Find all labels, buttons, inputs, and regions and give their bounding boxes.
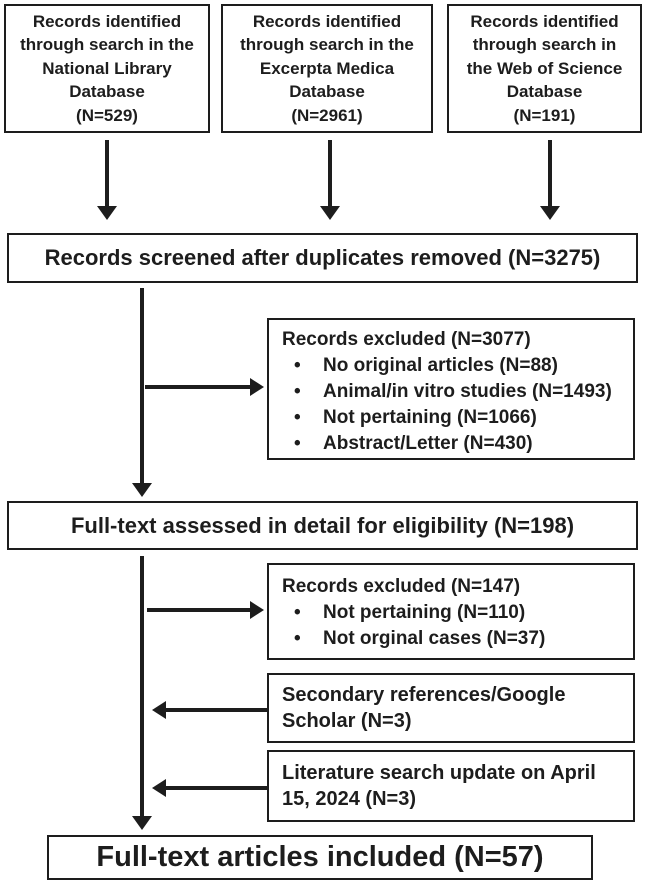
arrow-shaft bbox=[145, 385, 251, 389]
box-records-excluded-screening: Records excluded (N=3077) • No original … bbox=[267, 318, 635, 460]
bullet-icon: • bbox=[294, 433, 301, 454]
bullet-icon: • bbox=[294, 355, 301, 376]
list-item: • Not pertaining (N=1066) bbox=[294, 405, 629, 431]
arrow-down-icon bbox=[540, 140, 560, 220]
arrow-shaft bbox=[548, 140, 552, 207]
bullet-icon: • bbox=[294, 407, 301, 428]
box-source-web-of-science-text: Records identified through search in the… bbox=[466, 11, 623, 125]
arrow-head bbox=[250, 601, 264, 619]
bullet-icon: • bbox=[294, 381, 301, 402]
box-fulltext-assessed-text: Full-text assessed in detail for eligibi… bbox=[70, 512, 575, 538]
box-records-screened-text: Records screened after duplicates remove… bbox=[44, 245, 601, 270]
arrow-head bbox=[152, 701, 166, 719]
excluded-screening-item: Abstract/Letter (N=430) bbox=[323, 433, 533, 454]
arrow-right-icon bbox=[147, 600, 264, 620]
bullet-icon: • bbox=[294, 602, 301, 623]
arrow-left-icon bbox=[152, 778, 267, 798]
bullet-icon: • bbox=[294, 628, 301, 649]
excluded-screening-item: Not pertaining (N=1066) bbox=[323, 407, 537, 428]
arrow-down-icon bbox=[320, 140, 340, 220]
arrow-head bbox=[320, 206, 340, 220]
arrow-down-icon bbox=[97, 140, 117, 220]
box-fulltext-included-text: Full-text articles included (N=57) bbox=[96, 841, 544, 873]
arrow-shaft bbox=[165, 708, 267, 712]
box-records-screened: Records screened after duplicates remove… bbox=[7, 233, 638, 283]
list-item: • Not pertaining (N=110) bbox=[294, 600, 629, 626]
box-fulltext-included: Full-text articles included (N=57) bbox=[47, 835, 593, 880]
box-source-web-of-science: Records identified through search in the… bbox=[447, 4, 642, 133]
box-search-update-text: Literature search update on April 15, 20… bbox=[282, 762, 596, 810]
arrow-shaft bbox=[147, 608, 251, 612]
excluded-fulltext-item: Not orginal cases (N=37) bbox=[323, 628, 546, 649]
list-item: • Not orginal cases (N=37) bbox=[294, 626, 629, 652]
arrow-shaft bbox=[140, 556, 144, 817]
box-secondary-references: Secondary references/Google Scholar (N=3… bbox=[267, 673, 635, 743]
arrow-shaft bbox=[105, 140, 109, 207]
excluded-screening-item: No original articles (N=88) bbox=[323, 355, 558, 376]
arrow-shaft bbox=[140, 288, 144, 484]
list-item: • No original articles (N=88) bbox=[294, 353, 629, 379]
excluded-screening-title: Records excluded (N=3077) bbox=[282, 329, 531, 350]
arrow-shaft bbox=[328, 140, 332, 207]
arrow-down-icon bbox=[132, 288, 152, 497]
list-item: • Abstract/Letter (N=430) bbox=[294, 431, 629, 457]
box-source-excerpta-medica-text: Records identified through search in the… bbox=[240, 11, 414, 125]
box-source-excerpta-medica: Records identified through search in the… bbox=[221, 4, 433, 133]
arrow-head bbox=[97, 206, 117, 220]
arrow-left-icon bbox=[152, 700, 267, 720]
excluded-fulltext-title: Records excluded (N=147) bbox=[282, 576, 521, 597]
box-search-update: Literature search update on April 15, 20… bbox=[267, 750, 635, 822]
box-source-national-library: Records identified through search in the… bbox=[4, 4, 210, 133]
excluded-screening-item: Animal/in vitro studies (N=1493) bbox=[323, 381, 612, 402]
arrow-head bbox=[132, 483, 152, 497]
arrow-head bbox=[540, 206, 560, 220]
arrow-down-icon bbox=[132, 556, 152, 830]
arrow-right-icon bbox=[145, 377, 264, 397]
arrow-head bbox=[250, 378, 264, 396]
arrow-head bbox=[152, 779, 166, 797]
box-fulltext-assessed: Full-text assessed in detail for eligibi… bbox=[7, 501, 638, 550]
excluded-fulltext-item: Not pertaining (N=110) bbox=[323, 602, 526, 623]
arrow-shaft bbox=[165, 786, 267, 790]
box-secondary-references-text: Secondary references/Google Scholar (N=3… bbox=[282, 684, 566, 732]
box-records-excluded-fulltext: Records excluded (N=147) • Not pertainin… bbox=[267, 563, 635, 660]
box-source-national-library-text: Records identified through search in the… bbox=[20, 11, 194, 125]
list-item: • Animal/in vitro studies (N=1493) bbox=[294, 379, 629, 405]
arrow-head bbox=[132, 816, 152, 830]
